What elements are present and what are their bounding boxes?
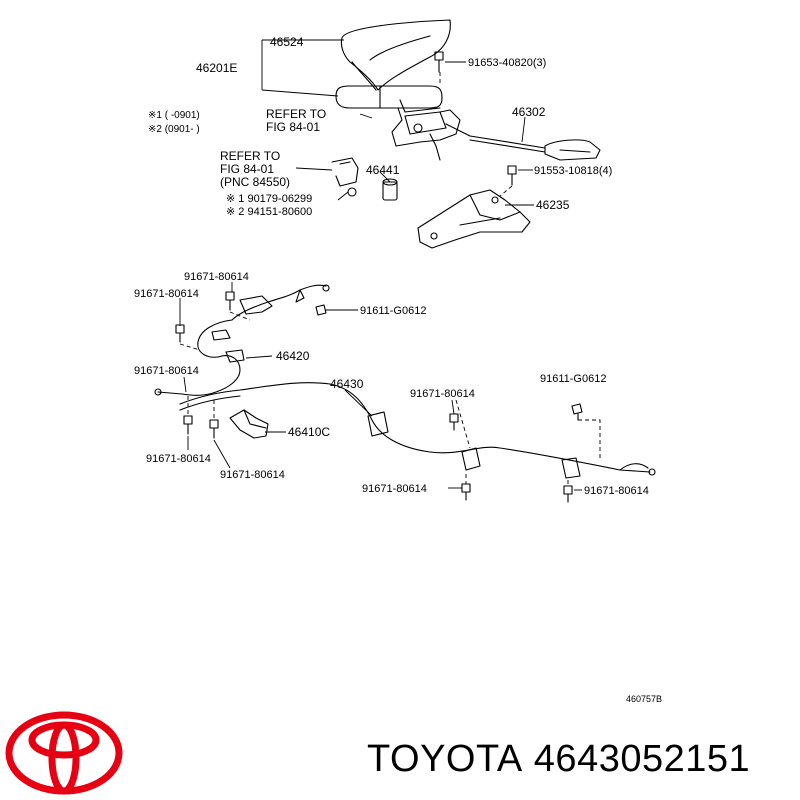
label-91671-f: 91671-80614 <box>220 469 285 481</box>
label-91671-d: 91671-80614 <box>410 388 475 400</box>
rear-cable-46430 <box>179 382 656 479</box>
lever-bracket <box>391 107 471 161</box>
label-46235: 46235 <box>536 198 570 212</box>
note-refer2-line3: (PNC 84550) <box>220 175 290 189</box>
label-46524: 46524 <box>270 35 304 49</box>
bracket-46441 <box>331 157 398 201</box>
bolt-lower-f <box>449 413 459 431</box>
base-plate-46235 <box>417 189 531 249</box>
label-46430: 46430 <box>330 377 364 391</box>
lever-cover-46524 <box>340 19 451 91</box>
bolt-lower-e <box>209 419 219 439</box>
lever-handle <box>335 85 443 113</box>
label-46420: 46420 <box>276 349 310 363</box>
label-91671-g: 91671-80614 <box>362 483 427 495</box>
figure-code: 460757B <box>626 694 662 704</box>
note-alt-1: ※ 1 90179-06299 <box>226 193 312 205</box>
bolt-lower-a <box>225 291 235 311</box>
label-46201E: 46201E <box>196 61 237 75</box>
label-91671-h: 91671-80614 <box>584 485 649 497</box>
bolt-91653 <box>434 51 444 73</box>
label-91671-a: 91671-80614 <box>184 271 249 283</box>
footer-brand-line: TOYOTA 4643052151 <box>367 738 792 788</box>
label-91671-b: 91671-80614 <box>134 288 199 300</box>
label-46441: 46441 <box>366 163 400 177</box>
note-refer2-line2: FIG 84-01 <box>220 162 274 176</box>
bolt-lower-g <box>461 483 471 501</box>
bracket-46410C <box>229 409 269 439</box>
part-number: 4643052151 <box>533 738 751 780</box>
toyota-logo <box>5 711 123 795</box>
legend-1: ※1 ( -0901) <box>148 110 200 121</box>
bolt-91553 <box>507 165 517 186</box>
note-refer1-line2: FIG 84-01 <box>266 120 320 134</box>
ratchet-rod-46302 <box>469 135 601 161</box>
dashed-leaders <box>179 72 601 486</box>
note-refer2-line1: REFER TO <box>220 149 280 163</box>
front-cable-46420 <box>154 284 330 396</box>
bolt-lower-b <box>175 324 185 343</box>
label-91553: 91553-10818(4) <box>534 165 612 177</box>
label-91671-c: 91671-80614 <box>134 365 199 377</box>
label-46302: 46302 <box>512 105 546 119</box>
brand-name: TOYOTA <box>367 738 523 780</box>
label-46410C: 46410C <box>288 425 330 439</box>
legend-2: ※2 (0901- ) <box>148 124 200 135</box>
label-91653: 91653-40820(3) <box>468 57 546 69</box>
bolt-lower-c <box>315 304 335 316</box>
bolt-lower-d <box>183 415 193 435</box>
bolt-lower-i <box>571 403 583 421</box>
label-91611-b: 91611-G0612 <box>540 373 606 385</box>
label-91671-e: 91671-80614 <box>146 453 211 465</box>
label-91611-a: 91611-G0612 <box>360 305 426 317</box>
bolt-lower-h <box>563 485 573 503</box>
note-alt-2: ※ 2 94151-80600 <box>226 206 312 218</box>
leader-lines <box>179 39 582 491</box>
note-refer1-line1: REFER TO <box>266 107 326 121</box>
